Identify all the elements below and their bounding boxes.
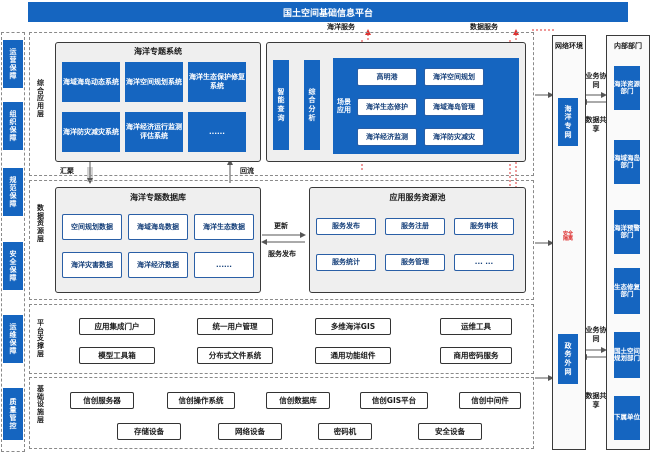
scene-item-2[interactable]: 海洋空间规划: [424, 68, 484, 86]
scene-item-6[interactable]: 海洋防灾减灾: [424, 128, 484, 146]
service-pool-item-2[interactable]: 服务注册: [385, 218, 445, 235]
rail-item-ops[interactable]: 运营保障: [3, 40, 23, 88]
share-label-top: 数据共享: [585, 116, 607, 133]
ocean-private-net-box[interactable]: 海洋专网: [558, 98, 578, 146]
infra-row2-item-3[interactable]: 密码机: [318, 423, 372, 440]
ocean-db-item-5[interactable]: 海洋经济数据: [128, 252, 188, 278]
ocean-system-item-3[interactable]: 海洋生态保护修复系统: [188, 62, 246, 102]
data-layer-frame: [29, 180, 534, 300]
rail-item-quality[interactable]: 质量管控: [3, 388, 23, 440]
platform-row1-item-4[interactable]: 运维工具: [440, 318, 512, 335]
ocean-system-item-2[interactable]: 海洋空间规划系统: [125, 62, 183, 102]
dept-eco-restoration[interactable]: 生态修复部门: [614, 268, 640, 314]
platform-row2-item-1[interactable]: 模型工具箱: [79, 347, 155, 364]
service-pool-item-6[interactable]: ... ...: [454, 254, 514, 271]
infra-row1-item-4[interactable]: 信创GIS平台: [360, 392, 428, 409]
ocean-system-item-4[interactable]: 海洋防灾减灾系统: [62, 112, 120, 152]
collab-label-bottom: 业务协同: [585, 326, 607, 343]
flow-label-publish: 服务发布: [268, 250, 296, 258]
ocean-system-item-1[interactable]: 海域海岛动态系统: [62, 62, 120, 102]
comprehensive-analysis-box[interactable]: 综合分析: [304, 60, 320, 150]
platform-row1-item-1[interactable]: 应用集成门户: [79, 318, 155, 335]
ocean-system-item-5[interactable]: 海洋经济运行监测评估系统: [125, 112, 183, 152]
service-pool-item-5[interactable]: 服务管理: [385, 254, 445, 271]
platform-row2-item-4[interactable]: 商用密码服务: [440, 347, 512, 364]
flow-label-update: 更新: [274, 222, 288, 230]
internal-dept-title: 内部部门: [614, 42, 642, 50]
service-pool-item-4[interactable]: 服务统计: [316, 254, 376, 271]
service-pool-item-3[interactable]: 服务审核: [454, 218, 514, 235]
infra-row1-item-3[interactable]: 信创数据库: [266, 392, 330, 409]
dept-ocean-resources[interactable]: 海洋资源部门: [614, 66, 640, 110]
scene-item-1[interactable]: 高明港: [357, 68, 417, 86]
platform-row2-item-2[interactable]: 分布式文件系统: [197, 347, 273, 364]
dept-spatial-planning[interactable]: 国土空间规划部门: [614, 332, 640, 378]
platform-layer-frame: [29, 304, 534, 374]
ocean-db-item-3[interactable]: 海洋生态数据: [194, 214, 254, 240]
ocean-db-item-1[interactable]: 空间规划数据: [62, 214, 122, 240]
platform-row1-item-3[interactable]: 多维海洋GIS: [315, 318, 391, 335]
platform-row2-item-3[interactable]: 通用功能组件: [315, 347, 391, 364]
flow-label-summary: 汇聚: [60, 167, 74, 175]
infra-layer-frame: [29, 377, 534, 449]
collab-label-top: 业务协同: [585, 72, 607, 89]
infra-row2-item-1[interactable]: 存储设备: [117, 423, 181, 440]
data-layer-label: 数据资源层: [37, 204, 44, 243]
scene-item-4[interactable]: 海域海岛管理: [424, 98, 484, 116]
dept-subordinate[interactable]: 下属单位: [614, 396, 640, 440]
flow-label-feedback: 回流: [240, 167, 254, 175]
infra-row1-item-2[interactable]: 信创操作系统: [167, 392, 235, 409]
network-label: 网络环境: [555, 42, 583, 50]
smart-query-box[interactable]: 智能查询: [273, 60, 289, 150]
rail-item-org[interactable]: 组织保障: [3, 102, 23, 150]
ocean-db-item-4[interactable]: 海洋灾害数据: [62, 252, 122, 278]
ocean-system-title: 海洋专题系统: [134, 47, 182, 56]
security-isolation-mark: 安全隔离: [562, 231, 573, 242]
ocean-db-item-2[interactable]: 海域海岛数据: [128, 214, 188, 240]
rail-item-security[interactable]: 安全保障: [3, 242, 23, 290]
rail-item-norm[interactable]: 规范保障: [3, 168, 23, 216]
infra-row1-item-1[interactable]: 信创服务器: [70, 392, 134, 409]
share-label-bottom: 数据共享: [585, 392, 607, 409]
infra-row2-item-2[interactable]: 网络设备: [218, 423, 282, 440]
infra-row1-item-5[interactable]: 信创中间件: [459, 392, 521, 409]
service-pool-panel: [309, 187, 526, 293]
service-pool-item-1[interactable]: 服务发布: [316, 218, 376, 235]
gov-extranet-box[interactable]: 政务外网: [558, 334, 578, 384]
platform-title-bar: 国土空间基础信息平台: [28, 2, 628, 22]
dept-sea-islands[interactable]: 海域海岛部门: [614, 140, 640, 184]
ocean-system-item-6[interactable]: ......: [188, 112, 246, 152]
dept-ocean-warning[interactable]: 海洋预警部门: [614, 210, 640, 254]
infra-layer-label: 基础设施层: [37, 385, 44, 424]
flow-label-ocean-service: 海洋服务: [327, 23, 355, 31]
app-layer-frame: [29, 32, 534, 176]
platform-title: 国土空间基础信息平台: [282, 8, 373, 19]
scene-item-3[interactable]: 海洋生态修护: [357, 98, 417, 116]
left-rail: [1, 32, 25, 452]
ocean-db-title: 海洋专题数据库: [130, 193, 186, 202]
platform-layer-label: 平台支撑层: [37, 319, 44, 358]
app-layer-label: 综合应用层: [37, 79, 44, 118]
service-pool-title: 应用服务资源池: [389, 193, 446, 202]
ocean-db-item-6[interactable]: ......: [194, 252, 254, 278]
flow-label-data-service: 数据服务: [470, 23, 498, 31]
rail-item-maint[interactable]: 运维保障: [3, 315, 23, 363]
platform-row1-item-2[interactable]: 统一用户管理: [197, 318, 273, 335]
scene-app-label: 场景应用: [337, 97, 351, 114]
infra-row2-item-4[interactable]: 安全设备: [418, 423, 482, 440]
scene-item-5[interactable]: 海洋经济监测: [357, 128, 417, 146]
